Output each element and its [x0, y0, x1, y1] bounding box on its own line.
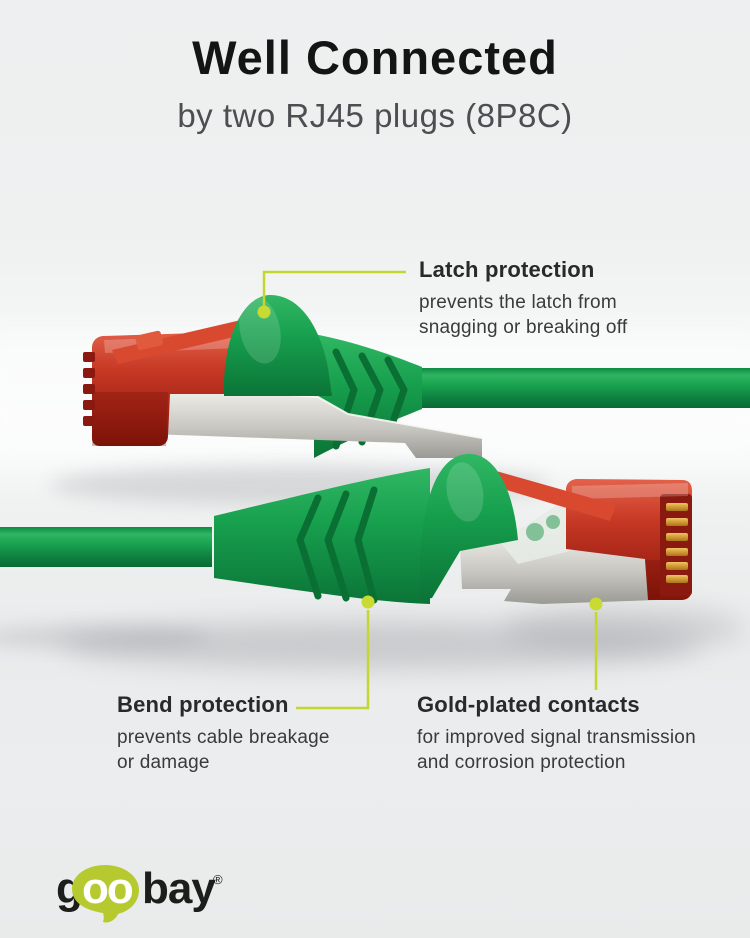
- upper-cable-assembly: [83, 294, 750, 458]
- upper-metal-shield: [150, 386, 482, 458]
- upper-plug-latch: [112, 317, 260, 364]
- lower-bend-ribs: [296, 486, 378, 604]
- upper-cable: [400, 368, 750, 408]
- lower-wire-dot-2: [546, 515, 560, 529]
- gold-callout-line-1: for improved signal transmission: [417, 727, 696, 748]
- logo-bubble: [72, 865, 139, 923]
- page-subtitle: by two RJ45 plugs (8P8C): [177, 97, 573, 134]
- lower-wire-dot-1: [526, 523, 544, 541]
- upper-plug-front-shade: [92, 392, 168, 446]
- bend-callout-dot: [361, 595, 375, 609]
- latch-callout-line-2: snagging or breaking off: [419, 317, 628, 338]
- latch-callout-heading: Latch protection: [419, 257, 595, 282]
- upper-boot-hump: [223, 294, 332, 396]
- header: Well Connected by two RJ45 plugs (8P8C): [0, 30, 750, 135]
- gold-callout: Gold-plated contacts for improved signal…: [417, 692, 696, 775]
- gold-callout-heading: Gold-plated contacts: [417, 692, 640, 717]
- lower-plug-highlight: [572, 483, 688, 499]
- page-title: Well Connected: [192, 31, 558, 84]
- lower-cable: [0, 527, 212, 567]
- logo-text-oo: oo: [82, 864, 133, 913]
- latch-callout-dot: [257, 305, 271, 319]
- latch-callout: Latch protection prevents the latch from…: [419, 257, 627, 340]
- bend-callout-line-1: prevents cable breakage: [117, 727, 330, 748]
- goobay-logo: g oo bay ®: [56, 864, 223, 923]
- logo-text-bay: bay: [142, 864, 216, 913]
- gold-callout-line-2: and corrosion protection: [417, 752, 626, 773]
- bend-callout-line: [296, 610, 370, 710]
- lower-cable-assembly: [0, 453, 692, 604]
- lower-plug-shade: [645, 560, 660, 598]
- logo-registered-mark: ®: [213, 872, 223, 887]
- bend-callout-heading: Bend protection: [117, 692, 289, 717]
- bend-callout-line-2: or damage: [117, 752, 210, 773]
- gold-callout-dot: [589, 597, 603, 611]
- latch-callout-line: [262, 270, 406, 306]
- bend-callout: Bend protection prevents cable breakage …: [117, 692, 330, 775]
- lower-hump-highlight: [446, 462, 484, 522]
- upper-latch-tab: [135, 330, 163, 351]
- upper-hump-highlight: [239, 296, 281, 364]
- upper-contact-comb: [83, 352, 95, 426]
- lower-boot-taper: [214, 468, 430, 604]
- lower-boot-hump: [420, 453, 518, 600]
- gold-contacts: [666, 503, 688, 583]
- lower-plug-latch: [490, 471, 616, 521]
- callout-lines: [257, 270, 603, 710]
- latch-callout-line-1: prevents the latch from: [419, 292, 617, 313]
